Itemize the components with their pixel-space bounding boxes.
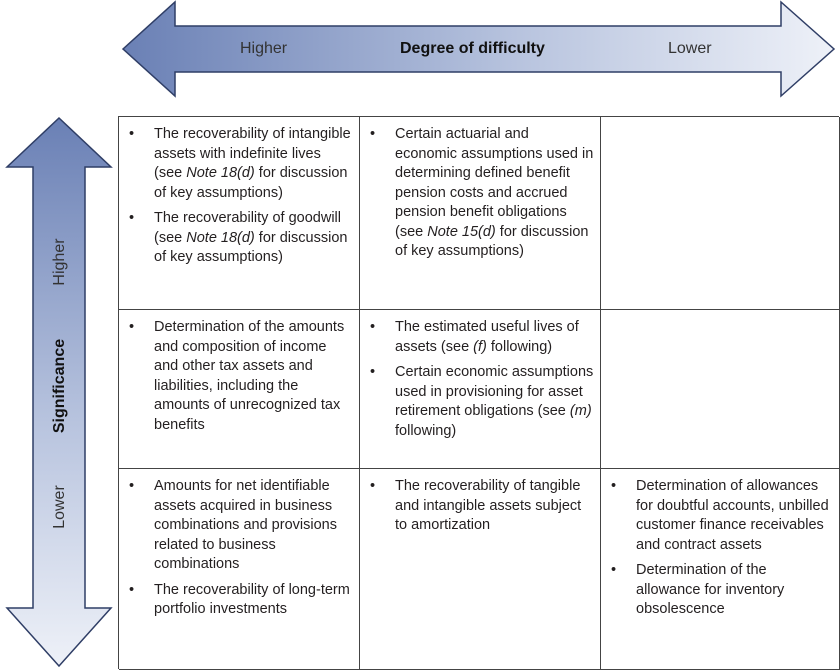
bullet-text: The recoverability of goodwill (see: [154, 210, 341, 246]
bullet-text: Certain actuarial and economic assumptio…: [395, 126, 594, 240]
difficulty-higher-label: Higher: [240, 40, 288, 57]
cell-low-significance-high-difficulty: • Amounts for net identifiable assets acq…: [119, 469, 360, 670]
significance-arrow-shape: [5, 116, 113, 668]
bullet-text: for discussion of key assumptions): [154, 165, 348, 201]
bullet-item: • The recoverability of long-term portfol…: [129, 581, 353, 620]
bullet-icon: •: [129, 581, 135, 598]
significance-lower-label: Lower: [51, 485, 68, 529]
bullet-item: • The estimated useful lives of assets (s…: [370, 318, 594, 357]
bullet-item: • Determination of allowances for doubtfu…: [611, 477, 833, 555]
bullet-icon: •: [370, 126, 376, 142]
bullet-text: The estimated useful lives of assets (se…: [395, 319, 579, 355]
bullet-item: • Certain economic assumptions used in pr…: [370, 363, 594, 441]
bullet-text: Determination of the allowance for inven…: [636, 562, 785, 617]
bullet-icon: •: [611, 562, 617, 578]
difficulty-title: Degree of difficulty: [400, 40, 545, 57]
bullet-item: • The recoverability of goodwill (see Not…: [129, 209, 353, 268]
bullet-text: Determination of the amounts and composi…: [154, 319, 345, 433]
cell-high-significance-low-difficulty: [601, 117, 840, 310]
significance-arrow: [5, 116, 113, 668]
note-reference: Note 18(d): [186, 165, 255, 181]
bullet-icon: •: [611, 478, 617, 494]
bullet-icon: •: [129, 478, 135, 494]
bullet-icon: •: [129, 319, 135, 335]
bullet-text: following): [486, 338, 553, 355]
significance-difficulty-matrix: • The recoverability of intangible assets…: [118, 116, 840, 670]
bullet-icon: •: [129, 210, 135, 226]
bullet-item: • Determination of the amounts and compos…: [129, 318, 353, 435]
cell-medium-significance-low-difficulty: [601, 310, 840, 469]
note-reference: (m): [569, 403, 592, 419]
note-reference: (f): [473, 338, 487, 355]
bullet-item: • The recoverability of tangible and inta…: [370, 477, 594, 536]
note-reference: Note 15(d): [427, 223, 496, 240]
difficulty-lower-label: Lower: [668, 40, 712, 57]
bullet-text: The recoverability of long-term portfoli…: [154, 581, 350, 618]
significance-higher-label: Higher: [51, 238, 68, 286]
bullet-icon: •: [370, 364, 376, 380]
bullet-item: • Determination of the allowance for inve…: [611, 561, 833, 620]
bullet-text: The recoverability of intangible assets …: [154, 126, 351, 181]
bullet-item: • Certain actuarial and economic assumpti…: [370, 125, 594, 262]
bullet-text: The recoverability of tangible and intan…: [395, 478, 582, 533]
bullet-item: • The recoverability of intangible assets…: [129, 125, 353, 203]
bullet-text: Certain economic assumptions used in pro…: [395, 364, 594, 419]
bullet-text: following): [395, 422, 457, 439]
difficulty-arrow-shape: [121, 0, 836, 98]
bullet-icon: •: [129, 126, 135, 142]
cell-high-significance-high-difficulty: • The recoverability of intangible assets…: [119, 117, 360, 310]
note-reference: Note 18(d): [186, 229, 255, 246]
cell-medium-significance-high-difficulty: • Determination of the amounts and compos…: [119, 310, 360, 469]
difficulty-arrow: [121, 0, 836, 98]
bullet-item: • Amounts for net identifiable assets acq…: [129, 477, 353, 575]
bullet-text: for discussion of key assumptions): [154, 229, 348, 266]
bullet-text: Determination of allowances for doubtful…: [636, 478, 829, 553]
cell-low-significance-low-difficulty: • Determination of allowances for doubtfu…: [601, 469, 840, 670]
cell-low-significance-medium-difficulty: • The recoverability of tangible and inta…: [360, 469, 601, 670]
bullet-text: Amounts for net identifiable assets acqu…: [154, 478, 337, 572]
bullet-icon: •: [370, 478, 376, 494]
cell-high-significance-medium-difficulty: • Certain actuarial and economic assumpti…: [360, 117, 601, 310]
bullet-icon: •: [370, 319, 376, 335]
cell-medium-significance-medium-difficulty: • The estimated useful lives of assets (s…: [360, 310, 601, 469]
significance-title: Significance: [51, 338, 68, 434]
bullet-text: for discussion of key assumptions): [395, 223, 589, 260]
